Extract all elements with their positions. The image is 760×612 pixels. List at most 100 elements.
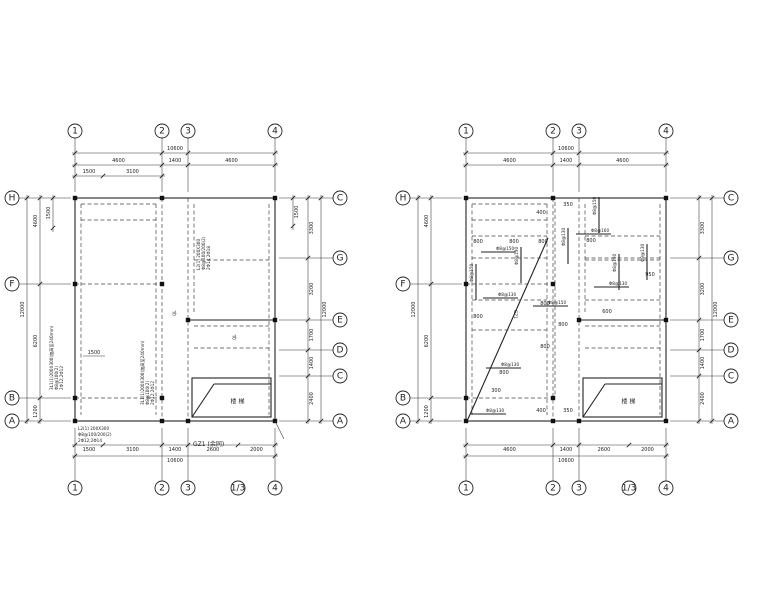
left-tick <box>272 442 278 448</box>
left-tick <box>24 195 30 201</box>
left-tick <box>159 173 165 179</box>
right-dim-bottom-1: 1400 <box>560 447 573 453</box>
right-tick <box>428 395 434 401</box>
right-column <box>663 195 669 201</box>
left-column <box>272 317 278 323</box>
right-rebar-label-0: Φ8@150 <box>496 246 514 251</box>
right-axis-top-4-label: 4 <box>663 127 669 137</box>
left-beam-note-2-1: Φ8@100/200(2) <box>201 236 206 270</box>
right-tick <box>696 317 702 323</box>
right-dim-right-part-3: 1400 <box>700 357 706 370</box>
left-tick <box>290 223 296 229</box>
right-axis-bottom-extra-circle <box>621 480 637 496</box>
right-tick <box>428 418 434 424</box>
left-stair-box <box>191 377 272 418</box>
left-beam-note-3-1: Φ8@100(2) <box>145 381 150 405</box>
left-axis-right-G-1-label: G <box>337 254 344 264</box>
left-gz-leader <box>274 420 285 440</box>
right-dim-top-total: 10600 <box>558 146 574 152</box>
right-axis-right-C-4-label: C <box>728 372 734 382</box>
left-tick <box>24 418 30 424</box>
left-tick <box>272 150 278 156</box>
right-tick <box>696 418 702 424</box>
left-tick <box>72 150 78 156</box>
left-tick <box>72 162 78 168</box>
right-tick <box>463 162 469 168</box>
left-axis-top-3-label: 3 <box>185 127 191 137</box>
right-tick <box>463 442 469 448</box>
left-beam-note-3-2: 2Φ12;2Φ12 <box>150 381 155 405</box>
left-column <box>72 395 78 401</box>
left-dim-right-small: 1500 <box>294 206 300 219</box>
right-axis-right-C-0-label: C <box>728 194 734 204</box>
left-tick <box>305 418 311 424</box>
left-beam-note-2-0: L2(1) 200X300 <box>196 239 201 270</box>
left-tick <box>50 195 56 201</box>
left-tick <box>100 173 106 179</box>
right-slab-label: GZ1 <box>513 310 518 319</box>
left-axis-right-D-3-label: D <box>337 346 344 356</box>
right-column <box>463 418 469 424</box>
left-beam-note-0-1: Φ8@100/200(2) <box>78 432 112 437</box>
right-axis-left-F-1-label: F <box>400 280 405 290</box>
left-axis-top-4-label: 4 <box>272 127 278 137</box>
right-dim-top-row-0: 4600 <box>503 158 516 164</box>
right-dim-label-2: 400 <box>536 408 546 414</box>
right-tick <box>428 281 434 287</box>
left-dim-bottom-3: 2600 <box>207 447 220 453</box>
right-stair-diag <box>582 383 606 418</box>
left-beam-note-1-2: 2Φ12;2Φ12 <box>59 366 64 390</box>
right-dim-label-8: 800 <box>473 314 483 320</box>
right-column <box>550 395 556 401</box>
left-dim-right-outer: 12000 <box>322 302 328 318</box>
left-axis-top-2-label: 2 <box>159 127 165 137</box>
right-dim-label-9: 800 <box>540 301 550 307</box>
right-tick <box>415 418 421 424</box>
left-column <box>159 418 165 424</box>
left-tick <box>305 373 311 379</box>
left-beam-note-1-0: 3L1(1)200X300(加高至240mm) <box>48 325 55 390</box>
left-tick <box>159 442 165 448</box>
right-dim-label-12: 950 <box>645 272 655 278</box>
right-dim-top-row-1: 1400 <box>560 158 573 164</box>
right-tick <box>576 442 582 448</box>
left-column <box>72 195 78 201</box>
left-axis-top-1-label: 1 <box>72 127 78 137</box>
left-axis-left-F-1-label: F <box>9 280 14 290</box>
right-dim-label-13: 600 <box>602 309 612 315</box>
left-axis-bottom-2-label: 2 <box>159 484 165 494</box>
left-ql-label-1: QL <box>172 310 177 316</box>
right-tick <box>576 150 582 156</box>
right-dim-right-part-0: 3300 <box>700 222 706 235</box>
left-tick <box>272 162 278 168</box>
right-dim-right-part-1: 3200 <box>700 283 706 296</box>
right-axis-right-A-5-label: A <box>728 417 735 427</box>
left-tick <box>37 418 43 424</box>
left-tick <box>290 195 296 201</box>
right-axis-right-D-3-label: D <box>728 346 735 356</box>
right-axis-top-1-label: 1 <box>463 127 469 137</box>
right-dim-bottom-0: 4600 <box>503 447 516 453</box>
left-axis-left-A-3-label: A <box>9 417 16 427</box>
left-axis-right-E-2-label: E <box>337 316 343 326</box>
left-dim-right-part-0: 3300 <box>309 222 315 235</box>
right-dim-bottom-total: 10600 <box>558 458 574 464</box>
right-dim-label-6: 800 <box>538 239 548 245</box>
right-rebar-label-6: Φ8@150 <box>612 254 617 272</box>
right-dim-left-part-1: 6200 <box>424 335 430 348</box>
right-dim-label-4: 800 <box>473 239 483 245</box>
left-dim-bottom-4: 2000 <box>250 447 263 453</box>
left-column <box>72 281 78 287</box>
right-rebar-label-7: Φ8@130 <box>640 244 645 262</box>
left-axis-bottom-extra-label: 1/3 <box>231 484 245 494</box>
left-ql-label-2: QL <box>232 334 237 340</box>
left-axis-right-C-0-label: C <box>337 194 343 204</box>
right-column <box>576 317 582 323</box>
left-dim-bottom-2: 1400 <box>169 447 182 453</box>
left-outer-wall <box>74 197 276 422</box>
right-tick <box>696 195 702 201</box>
right-axis-top-3-label: 3 <box>576 127 582 137</box>
left-tick <box>235 442 241 448</box>
right-dim-top-row-2: 4600 <box>616 158 629 164</box>
left-column <box>72 418 78 424</box>
